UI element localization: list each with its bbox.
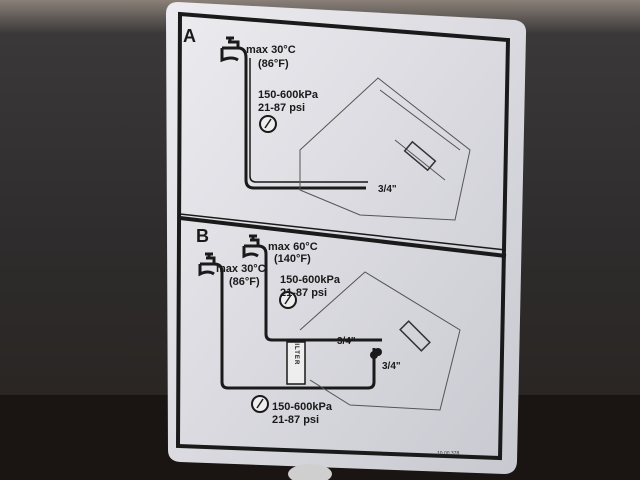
filter-box <box>286 341 306 385</box>
label-text: 150-600kPa <box>280 274 341 286</box>
label-text: 21-87 psi <box>280 287 327 299</box>
label-text: max 30°C <box>216 263 266 275</box>
cold-tap-pipe <box>220 36 366 190</box>
section-b-letter: B <box>196 226 209 246</box>
label-text: 3/4" <box>337 336 356 347</box>
label-text: 3/4" <box>382 361 401 372</box>
label-text: 150-600kPa <box>258 89 319 101</box>
appliance-drawing-b <box>299 271 461 411</box>
section-a: A max 30°C (86°F) 150-600kPa 21-87 psi 3… <box>183 26 471 221</box>
hot-tap-pipe <box>242 234 382 342</box>
cold-tap-pipe-b <box>198 252 376 390</box>
section-b: B FILTER max 60°C (140°F) max 30°C (86°F… <box>196 226 461 457</box>
pipe-fitting <box>288 464 332 480</box>
label-text: 3/4" <box>378 184 397 195</box>
appliance-drawing <box>299 77 471 221</box>
label-text: FILTER <box>293 339 299 366</box>
label-text: 150-600kPa <box>272 401 333 413</box>
label-text: (86°F) <box>258 58 289 70</box>
label-text: 21-87 psi <box>272 414 319 426</box>
section-divider <box>179 216 507 258</box>
label-text: (140°F) <box>274 253 311 265</box>
label-text: (86°F) <box>229 276 260 288</box>
label-border <box>175 11 511 461</box>
label-text: max 30°C <box>246 44 296 56</box>
label-text: 21-87 psi <box>258 102 305 114</box>
section-a-letter: A <box>183 26 196 46</box>
label-text: max 60°C <box>268 241 318 253</box>
label-code: 10.00.378 <box>437 451 459 457</box>
